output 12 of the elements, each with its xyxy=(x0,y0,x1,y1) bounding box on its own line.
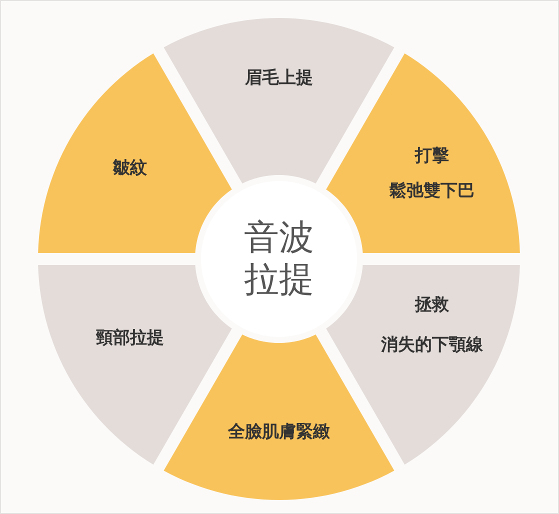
segment-label: 打擊 xyxy=(415,146,449,166)
segment-label: 皺紋 xyxy=(113,158,147,178)
ring-segment xyxy=(38,53,232,253)
center-title: 音波拉提 xyxy=(243,217,315,301)
segment-label: 拯救 xyxy=(415,295,449,315)
segment-label: 鬆弛雙下巴 xyxy=(390,181,474,201)
ring-segment xyxy=(326,53,520,253)
ring-segment xyxy=(164,18,394,184)
segment-label: 頸部拉提 xyxy=(96,328,164,348)
segment-label: 消失的下顎線 xyxy=(381,335,483,355)
segment-label: 眉毛上提 xyxy=(245,68,313,88)
segment-label: 全臉肌膚緊緻 xyxy=(228,422,330,442)
